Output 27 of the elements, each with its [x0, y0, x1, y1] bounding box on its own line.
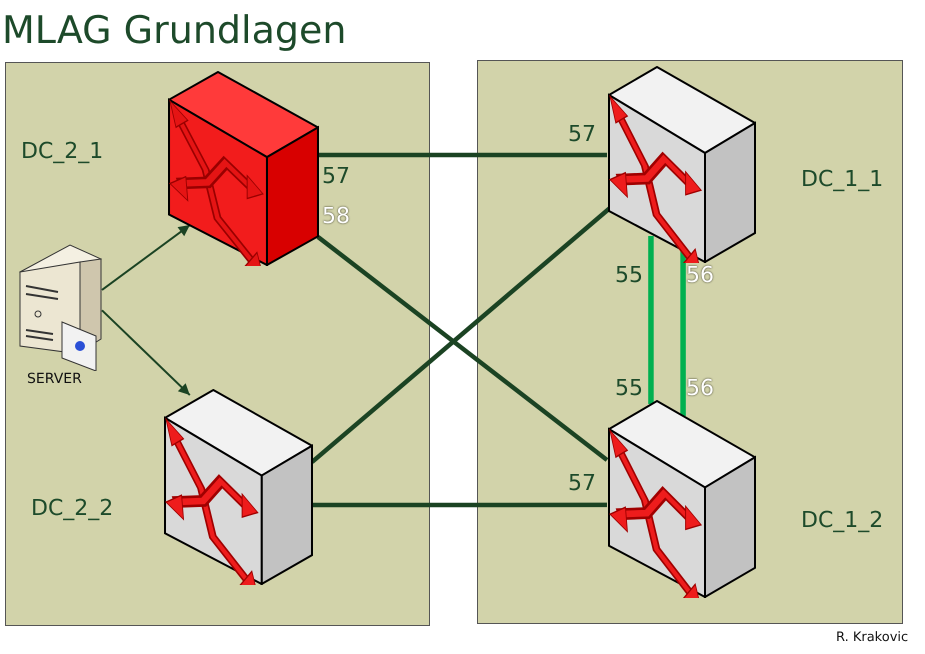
link-line — [312, 502, 607, 508]
network-switch-drawing — [608, 66, 756, 263]
device-label: DC_1_2 — [801, 508, 884, 533]
network-switch-drawing — [168, 71, 319, 266]
server-drawing — [18, 244, 103, 371]
network-switch-drawing — [164, 389, 313, 585]
device-label: DC_1_1 — [801, 167, 884, 192]
port-number: 56 — [686, 378, 714, 400]
port-number: 58 — [322, 206, 350, 228]
author-credit: R. Krakovic — [836, 630, 908, 645]
network-switch-drawing — [608, 400, 756, 598]
port-number: 55 — [615, 378, 643, 400]
site-panel — [477, 60, 903, 624]
device-label: DC_2_1 — [21, 139, 104, 164]
diagram-title: MLAG Grundlagen — [2, 8, 346, 52]
port-number: 57 — [568, 473, 596, 495]
port-number: 57 — [568, 124, 596, 146]
site-panel — [5, 62, 430, 626]
port-number: 55 — [615, 265, 643, 287]
link-line — [648, 236, 654, 404]
device-label: DC_2_2 — [31, 496, 114, 521]
device-label: SERVER — [27, 371, 82, 387]
arrow — [101, 310, 191, 396]
link-line — [680, 249, 686, 416]
port-number: 56 — [686, 265, 714, 287]
arrow — [101, 224, 191, 291]
port-number: 57 — [322, 166, 350, 188]
